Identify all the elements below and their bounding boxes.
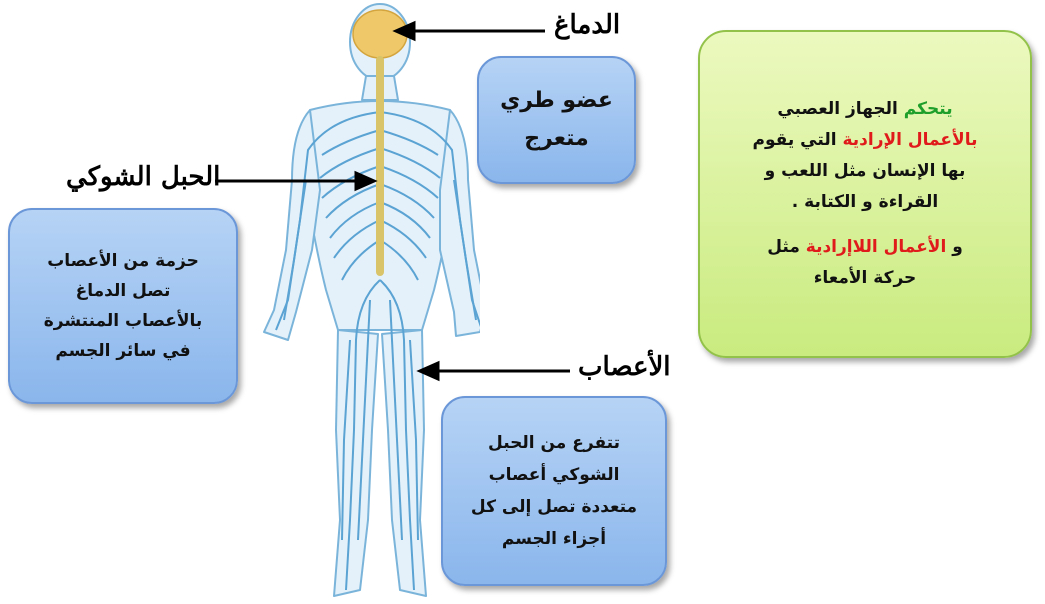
spinal-desc-line-1: حزمة من الأعصاب	[47, 246, 199, 276]
control-line-6: حركة الأمعاء	[814, 263, 917, 294]
spinal-cord-description-box: حزمة من الأعصاب تصل الدماغ بالأعصاب المن…	[8, 208, 238, 404]
control-line-2: بالأعمال الإرادية التي يقوم	[753, 125, 978, 156]
label-spinal-cord: الحبل الشوكي	[66, 162, 220, 192]
nerves-desc-line-4: أجزاء الجسم	[502, 523, 606, 555]
word-control: يتحكم	[904, 99, 953, 119]
spinal-desc-line-2: تصل الدماغ	[76, 276, 171, 306]
control-description-box: يتحكم الجهاز العصبي بالأعمال الإرادية ال…	[698, 30, 1032, 358]
control-line-4: القراءة و الكتابة .	[792, 187, 938, 218]
label-brain: الدماغ	[554, 10, 620, 40]
control-line-1-rest: الجهاز العصبي	[777, 99, 903, 119]
spinal-desc-line-4: في سائر الجسم	[55, 336, 190, 366]
brain-desc-line-1: عضو طري	[500, 82, 613, 120]
word-and: و	[946, 237, 963, 257]
spinal-cord-shape	[376, 56, 384, 276]
brain-shape	[353, 10, 407, 58]
control-line-2-rest: التي يقوم	[753, 130, 843, 150]
spinal-desc-line-3: بالأعصاب المنتشرة	[44, 306, 203, 336]
nerves-desc-line-1: تتفرع من الحبل	[488, 427, 620, 459]
nerves-desc-line-2: الشوكي أعصاب	[489, 459, 620, 491]
label-nerves: الأعصاب	[578, 352, 671, 382]
nerves-desc-line-3: متعددة تصل إلى كل	[471, 491, 637, 523]
nerves-description-box: تتفرع من الحبل الشوكي أعصاب متعددة تصل إ…	[441, 396, 667, 586]
control-line-5: و الأعمال اللاإرادية مثل	[767, 232, 963, 263]
control-line-5-rest: مثل	[767, 237, 806, 257]
control-line-3: بها الإنسان مثل اللعب و	[765, 156, 966, 187]
word-involuntary: الأعمال اللاإرادية	[806, 237, 947, 257]
word-voluntary: بالأعمال الإرادية	[842, 130, 977, 150]
brain-desc-line-2: متعرج	[524, 120, 589, 158]
brain-description-box: عضو طري متعرج	[477, 56, 636, 184]
control-line-1: يتحكم الجهاز العصبي	[777, 94, 952, 125]
